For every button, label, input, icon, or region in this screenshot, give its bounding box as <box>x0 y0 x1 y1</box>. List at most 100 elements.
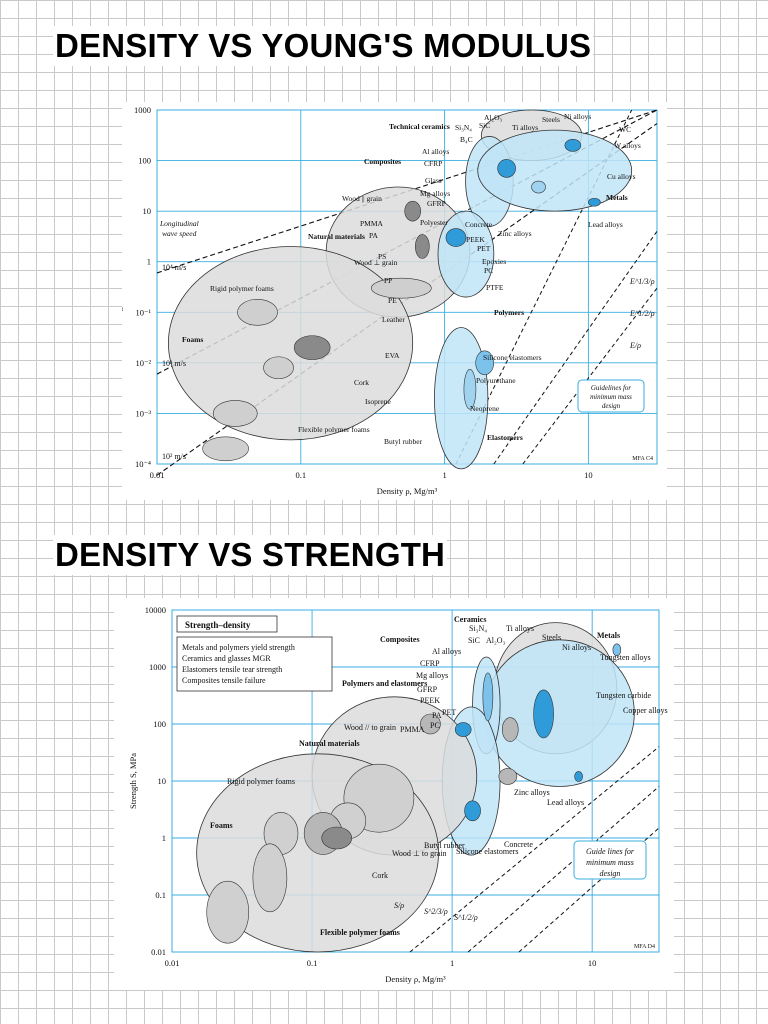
material-bubble <box>321 826 353 850</box>
guide-line <box>493 230 658 465</box>
material-label: Lead alloys <box>547 798 584 807</box>
material-label: PA <box>432 711 442 720</box>
material-label: Concrete <box>465 220 493 229</box>
guideline-text: minimum mass <box>590 393 632 401</box>
x-axis-label: Density ρ, Mg/m³ <box>377 486 438 496</box>
material-label: Si₃N₄ <box>455 123 472 132</box>
y-tick-label: 10000 <box>145 605 166 615</box>
material-label: EVA <box>385 351 400 360</box>
material-label: PP <box>384 276 392 285</box>
legend-entry: Elastomers tensile tear strength <box>182 665 282 674</box>
material-label: Flexible polymer foams <box>320 928 400 937</box>
y-tick-label: 1000 <box>134 105 151 115</box>
material-bubble <box>420 713 441 735</box>
material-label: Metals <box>597 631 620 640</box>
material-label: Rigid polymer foams <box>210 284 274 293</box>
material-bubble <box>293 335 331 360</box>
chart-title-modulus: DENSITY VS YOUNG'S MODULUS <box>53 26 594 66</box>
material-label: Cork <box>354 378 369 387</box>
material-bubble <box>498 768 518 785</box>
guide-index-label: S^1/2/ρ <box>454 913 478 922</box>
material-bubble <box>445 228 467 247</box>
material-label: CFRP <box>424 159 442 168</box>
guide-index-label: E^1/2/ρ <box>629 309 655 318</box>
y-tick-label: 10⁻¹ <box>135 307 151 317</box>
guideline-box <box>573 840 647 880</box>
wave-speed-label: 10⁴ m/s <box>162 263 186 272</box>
material-label: SiC <box>479 121 490 130</box>
x-tick-label: 0.01 <box>165 958 180 968</box>
material-label: Copper alloys <box>623 706 668 715</box>
material-label: Lead alloys <box>588 220 623 229</box>
material-bubble <box>482 672 494 722</box>
family-envelope <box>167 246 414 441</box>
material-label: PA <box>369 231 378 240</box>
guide-line <box>522 287 658 465</box>
material-label: Ni alloys <box>564 112 591 121</box>
guideline-text: design <box>602 402 621 410</box>
material-bubble <box>564 139 582 152</box>
guideline-box <box>577 379 645 413</box>
y-tick-label: 10⁻³ <box>135 408 151 418</box>
material-bubble <box>463 368 477 410</box>
chart-tag: MFA D4 <box>634 944 655 950</box>
material-label: PEEK <box>420 696 440 705</box>
x-axis-label: Density ρ, Mg/m³ <box>385 974 446 984</box>
material-bubble <box>588 197 601 207</box>
x-tick-label: 10 <box>584 470 593 480</box>
material-label: Al alloys <box>422 147 449 156</box>
material-bubble <box>475 350 494 376</box>
material-bubble <box>206 880 250 944</box>
material-label: Isoprene <box>365 397 391 406</box>
guide-index-label: S/ρ <box>394 901 404 910</box>
y-tick-label: 10 <box>143 206 152 216</box>
guideline-text: minimum mass <box>586 858 634 867</box>
material-bubble <box>612 643 622 657</box>
material-label: PET <box>442 708 456 717</box>
guide-line <box>409 746 660 953</box>
x-tick-label: 0.1 <box>307 958 318 968</box>
material-label: PEEK <box>466 235 485 244</box>
material-bubble <box>454 722 472 737</box>
material-label: PS <box>378 252 386 261</box>
y-tick-label: 10 <box>158 776 167 786</box>
y-tick-label: 1 <box>162 833 166 843</box>
y-tick-label: 0.01 <box>151 947 166 957</box>
material-label: SiC <box>468 636 480 645</box>
material-label: Foams <box>210 821 233 830</box>
material-label: Flexible polymer foams <box>298 425 370 434</box>
material-label: Steels <box>542 115 560 124</box>
material-label: Metals <box>606 193 628 202</box>
material-label: Wood || grain <box>342 194 382 203</box>
y-axis-label: Strength S, MPa <box>128 753 138 809</box>
material-label: Natural materials <box>299 739 360 748</box>
material-label: Ni alloys <box>562 643 591 652</box>
x-tick-label: 10 <box>588 958 597 968</box>
y-tick-label: 10⁻⁴ <box>135 459 151 469</box>
material-bubble <box>404 200 421 222</box>
legend-title-box <box>176 615 278 633</box>
y-tick-label: 1 <box>147 257 151 267</box>
y-axis-label: Young's modulus E, GPa <box>122 244 123 329</box>
material-label: Leather <box>382 315 405 324</box>
material-label: PC <box>430 721 440 730</box>
chart-title-strength: DENSITY VS STRENGTH <box>53 535 448 575</box>
material-label: GFRP <box>417 685 438 694</box>
material-label: Glass <box>425 176 442 185</box>
family-label: Natural materials <box>308 232 365 241</box>
material-bubble <box>252 843 288 913</box>
material-bubble <box>497 159 516 178</box>
material-label: PTFE <box>486 283 504 292</box>
material-label: Wood // to grain <box>344 723 396 732</box>
guideline-text: Guidelines for <box>591 384 632 392</box>
material-label: Silicone elastomers <box>456 847 518 856</box>
material-label: PE <box>388 296 397 305</box>
guide-index-label: E^1/3/ρ <box>629 277 655 286</box>
material-label: Polyester <box>420 218 448 227</box>
wave-speed-note: Longitudinal <box>159 219 199 228</box>
material-label: Cu alloys <box>607 172 636 181</box>
material-label: Composites <box>380 635 420 644</box>
